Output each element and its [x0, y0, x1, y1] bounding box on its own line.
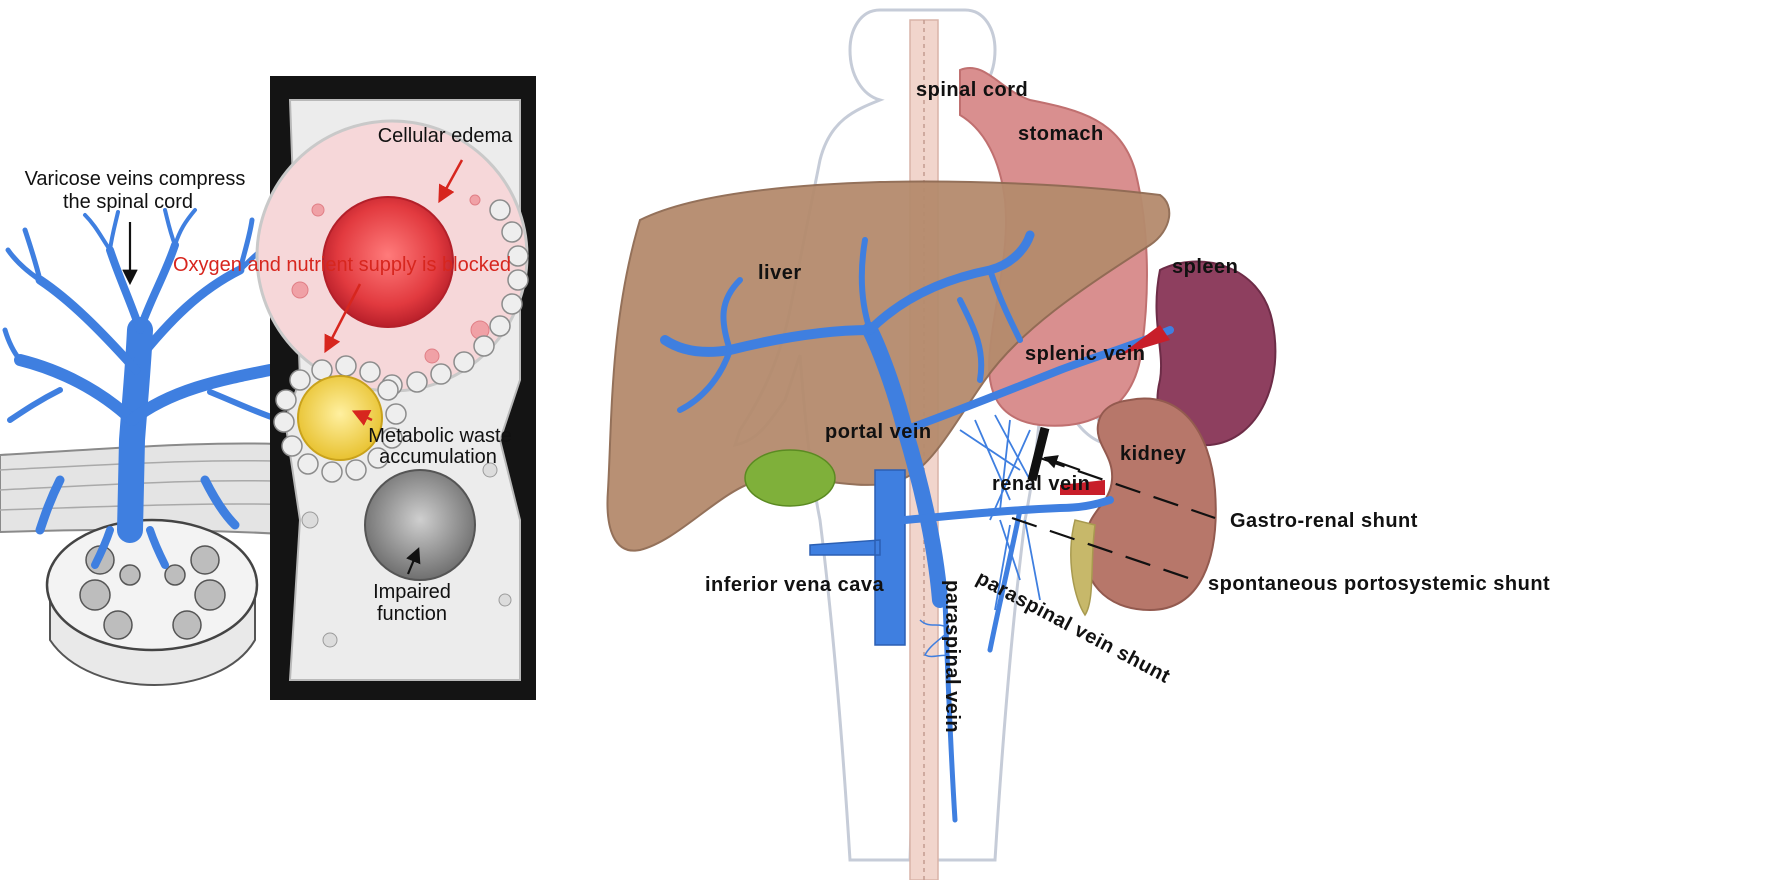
ivc-label: inferior vena cava	[705, 574, 884, 596]
spinal-cord-label: spinal cord	[916, 79, 1028, 101]
metabolic-label-line1: Metabolic waste	[368, 425, 511, 447]
gallbladder	[744, 449, 836, 507]
renal-vein-label: renal vein	[992, 473, 1090, 495]
oxygen-blocked-label: Oxygen and nutrient supply is blocked	[173, 254, 511, 276]
spleen-label: spleen	[1172, 256, 1238, 278]
metabolic-arrow	[351, 410, 373, 426]
ivc-vessel	[809, 469, 906, 646]
oxygen-arrow	[324, 283, 362, 354]
metabolic-label-line2: accumulation	[379, 446, 497, 468]
stomach-label: stomach	[1018, 123, 1104, 145]
paraspinal-plexus	[919, 619, 956, 661]
spleen-organ	[1155, 260, 1277, 447]
spinal-cord-illustration	[0, 442, 301, 686]
kidney-label: kidney	[1120, 443, 1187, 465]
impaired-arrow	[406, 547, 421, 575]
spontaneous-shunt-label: spontaneous portosystemic shunt	[1208, 573, 1550, 595]
liver-label: liver	[758, 262, 802, 284]
portal-vein-label: portal vein	[825, 421, 932, 443]
paraspinal-vein-label: paraspinal vein	[941, 580, 963, 733]
bead-ring	[381, 199, 529, 396]
edema-arrow	[438, 159, 464, 204]
portal-vein-tree	[660, 230, 1174, 823]
kidney-organ	[1083, 397, 1217, 612]
impaired-label-line2: function	[377, 603, 447, 625]
gray-nucleus	[364, 469, 476, 581]
splenic-artery	[1120, 325, 1170, 355]
yellow-cell	[297, 375, 383, 461]
spontaneous-shunt-leader	[1011, 516, 1201, 584]
gastro-renal-segment	[1027, 426, 1050, 482]
collateral-plexus	[959, 414, 1041, 611]
renal-artery	[1060, 480, 1105, 495]
gastro-renal-arrow	[1043, 455, 1081, 471]
cellular-edema-label: Cellular edema	[378, 125, 513, 147]
compress-label-line1: Varicose veins compress	[25, 168, 246, 190]
impaired-label-line1: Impaired	[373, 581, 451, 603]
compress-label-line2: the spinal cord	[63, 191, 193, 213]
gastro-renal-leader	[1039, 456, 1216, 520]
gastro-renal-shunt-label: Gastro-renal shunt	[1230, 510, 1418, 532]
splenic-vein-label: splenic vein	[1025, 343, 1146, 365]
